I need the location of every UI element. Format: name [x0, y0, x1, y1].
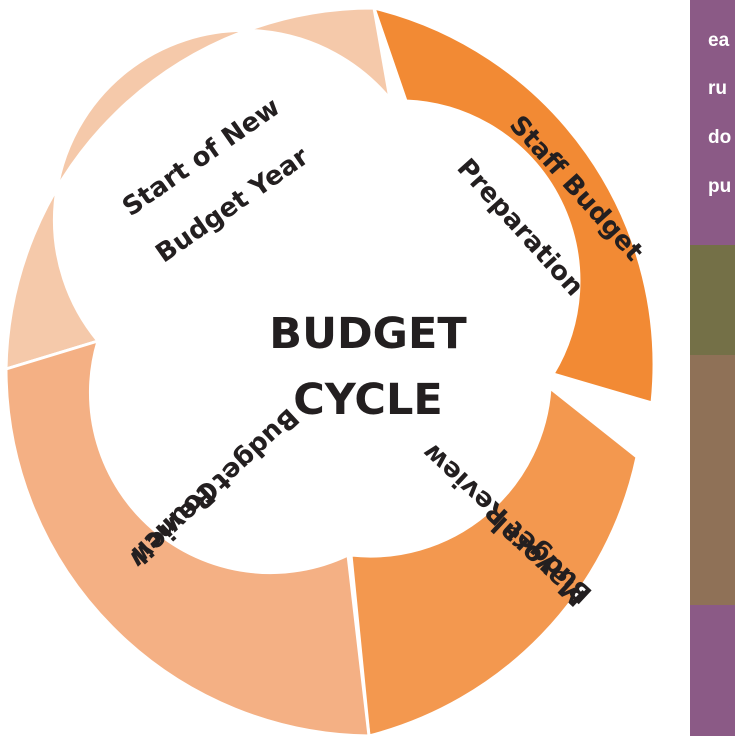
segment-council-budget-review [4, 339, 371, 736]
side-text-line-2: ru [708, 78, 727, 99]
quote-mark: “ [728, 702, 735, 717]
side-text-line-1: ea [708, 30, 730, 51]
side-photo-highlight [690, 245, 735, 355]
segment-start-of-new-budget-year [4, 6, 392, 371]
side-text-line-3: do [708, 127, 732, 148]
center-title-line1: BUDGET [269, 309, 467, 359]
side-text-line-4: pu [708, 176, 732, 197]
center-title-line2: CYCLE [293, 375, 443, 425]
segment-mayoral-budget-review [349, 386, 639, 736]
segment-staff-budget-preparation [372, 6, 656, 405]
center-circle [187, 187, 549, 549]
